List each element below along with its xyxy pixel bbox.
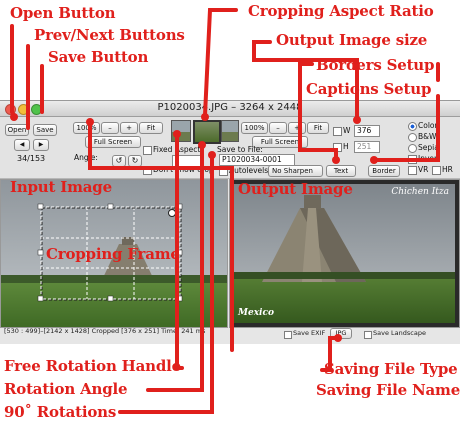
output-fullscreen-button[interactable]: Full Screen <box>252 136 308 148</box>
output-zoom-out-button[interactable]: – <box>269 122 287 134</box>
captions-leader-dot <box>370 156 378 164</box>
rotation-handle-leader-dot <box>173 130 181 138</box>
output-image-pane[interactable]: Chichen Itza Mexico <box>229 179 460 328</box>
text-button[interactable]: Text <box>326 165 356 177</box>
input-fullscreen-button[interactable]: Full Screen <box>85 136 141 148</box>
save-exif-label: Save EXIF <box>293 329 326 337</box>
input-image-pane[interactable] <box>0 179 228 328</box>
open-button[interactable]: Open <box>5 124 29 136</box>
borders-leader <box>298 62 338 160</box>
callout-cropping-aspect-ratio: Cropping Aspect Ratio <box>248 2 434 20</box>
autolevels-label: Autolevels <box>229 166 269 175</box>
aspect-thumb-2[interactable] <box>193 120 221 144</box>
color-mode-sepia-label: Sepia <box>418 143 439 152</box>
callout-borders-setup: Borders Setup <box>316 56 435 74</box>
output-caption-top: Chichen Itza <box>391 187 449 197</box>
rotation-angle-leader-dot <box>198 141 206 149</box>
prev-button[interactable]: ◀ <box>14 139 30 151</box>
window-title: P1020034.JPG – 3264 x 2448 <box>157 102 303 113</box>
rotations-leader <box>118 153 214 414</box>
input-zoom-out-button[interactable]: – <box>101 122 119 134</box>
output-stairs <box>302 208 322 282</box>
file-name-leader <box>88 120 234 352</box>
rotation-angle-leader <box>146 143 204 392</box>
callout-output-image-size: Output Image size <box>276 31 428 49</box>
hr-label: HR <box>442 165 453 174</box>
callout-captions-setup: Captions Setup <box>306 80 432 98</box>
save-exif-checkbox[interactable] <box>284 331 292 339</box>
width-checkbox[interactable] <box>333 127 342 136</box>
callout-rotation-angle: Rotation Angle <box>4 380 128 398</box>
width-label: W <box>343 126 351 135</box>
output-zoom-100-button[interactable]: 100% <box>241 122 268 134</box>
input-zoom-fit-button[interactable]: Fit <box>139 122 163 134</box>
aspect-thumb-3[interactable] <box>221 120 239 142</box>
borders-leader-dot <box>332 156 340 164</box>
captions-leader <box>372 94 440 162</box>
output-zoom-fit-button[interactable]: Fit <box>307 122 329 134</box>
callout-save-button: Save Button <box>48 48 149 66</box>
callout-input-image: Input Image <box>10 178 112 196</box>
input-status-bar: [530 : 499]–[2142 x 1428] Cropped [376 x… <box>4 327 206 335</box>
callout-saving-file-name: Saving File Name <box>316 381 460 399</box>
height-field[interactable]: 251 <box>354 141 380 153</box>
output-photo: Chichen Itza Mexico <box>230 180 459 327</box>
next-button[interactable]: ▶ <box>33 139 49 151</box>
callout-cropping-frame: Cropping Frame <box>46 245 180 263</box>
input-pyramid <box>101 244 155 282</box>
input-grass <box>1 280 227 327</box>
rotation-handle-leader <box>175 132 184 370</box>
callout-prev-next-buttons: Prev/Next Buttons <box>34 26 185 44</box>
output-temple-top <box>304 195 321 209</box>
open-leader-dot <box>10 113 18 121</box>
callout-saving-file-type: Saving File Type <box>324 360 458 378</box>
input-photo <box>1 180 227 327</box>
vr-checkbox[interactable] <box>408 166 417 175</box>
color-mode-bw-radio[interactable] <box>408 133 417 142</box>
aspect-leader <box>203 8 238 117</box>
rotations-leader-dot <box>208 151 216 159</box>
callout-output-image: Output Image <box>238 180 353 198</box>
size-leader-dot <box>353 116 361 124</box>
callout-open-button: Open Button <box>10 4 116 22</box>
input-temple-top <box>122 237 134 245</box>
output-caption-bottom: Mexico <box>238 308 274 318</box>
color-mode-color-label: Color <box>418 121 438 130</box>
angle-label: Angle: <box>74 153 98 162</box>
open-leader <box>10 24 16 118</box>
output-tree-line <box>234 272 455 279</box>
rotate-right-icon: ↻ <box>131 156 139 165</box>
file-name-field[interactable]: P1020034-0001 <box>219 154 295 166</box>
border-button[interactable]: Border <box>368 165 400 177</box>
rotate-left-icon: ↺ <box>115 156 123 165</box>
callout-free-rotation-handle: Free Rotation Handle <box>4 357 182 375</box>
hr-checkbox[interactable] <box>432 166 441 175</box>
image-counter: 34/153 <box>17 154 46 163</box>
width-field[interactable]: 376 <box>354 125 380 137</box>
output-photo-svg <box>230 180 459 327</box>
input-zoom-in-button[interactable]: + <box>120 122 138 134</box>
height-label: H <box>343 142 349 151</box>
fixed-aspect-checkbox[interactable] <box>143 146 152 155</box>
file-name-leader-dot <box>86 118 94 126</box>
input-photo-svg <box>1 180 227 327</box>
aspect-leader-dot <box>201 113 209 121</box>
save-button[interactable]: Save <box>33 124 57 136</box>
color-mode-bw-label: B&W <box>418 132 437 141</box>
save-to-file-label: Save to File: <box>217 145 263 154</box>
vr-label: VR <box>418 165 429 174</box>
save-landscape-label: Save Landscape <box>373 329 426 337</box>
crop-handles[interactable] <box>37 203 183 302</box>
size-leader <box>252 40 359 120</box>
input-tree-line <box>1 275 227 283</box>
callout-90-rotations: 90˚ Rotations <box>4 403 117 421</box>
file-type-leader-dot <box>334 334 342 342</box>
output-grass <box>234 276 455 323</box>
color-mode-sepia-radio[interactable] <box>408 144 417 153</box>
sharpen-select[interactable]: No Sharpen <box>268 165 323 177</box>
color-mode-color-radio[interactable] <box>408 122 417 131</box>
save-landscape-checkbox[interactable] <box>364 331 372 339</box>
